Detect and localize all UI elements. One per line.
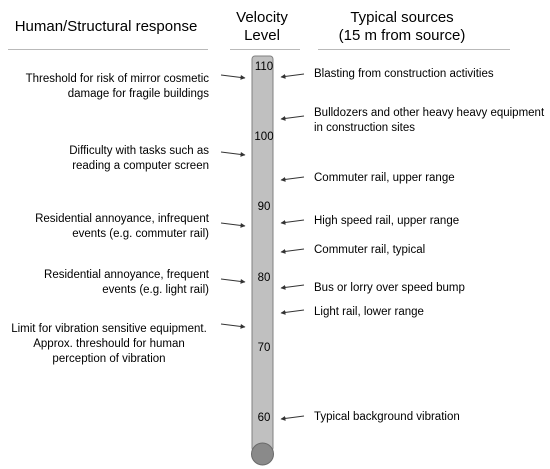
tick-label-70: 70 [258,342,271,354]
center-header-line1: Velocity [236,9,288,26]
gauge-tube [251,55,274,452]
right-arrow-8 [280,415,305,421]
center-column-header: Velocity Level [222,9,302,45]
left-label-annoyance-infrequent: Residential annoyance, infrequent events… [35,213,209,240]
right-header-line1: Typical sources [350,9,454,26]
right-arrow-3 [280,176,305,182]
left-arrow-2 [220,151,246,157]
left-arrow-5 [220,323,246,329]
left-arrow-4 [220,278,246,284]
right-label-commuter-upper: Commuter rail, upper range [314,172,455,184]
left-label-screen-reading: Difficulty with tasks such as reading a … [69,145,209,172]
right-header-line2: (15 m from source) [338,27,466,44]
center-header-rule [230,49,300,50]
right-column-header: Typical sources (15 m from source) [312,9,492,45]
tick-label-110: 110 [255,61,273,73]
right-label-bus-lorry: Bus or lorry over speed bump [314,282,465,294]
right-label-commuter-typical: Commuter rail, typical [314,244,426,256]
left-label-sensitive-equipment: Limit for vibration sensitive equipment.… [11,323,207,365]
left-header-rule [8,49,208,50]
right-arrow-5 [280,248,305,254]
left-column-header: Human/Structural response [14,18,198,35]
left-label-mirror-damage: Threshold for risk of mirror cosmetic da… [25,73,209,100]
tick-label-100: 100 [254,131,273,143]
right-arrow-6 [280,284,305,290]
right-label-bulldozers: Bulldozers and other heavy heavy equipme… [314,107,545,134]
left-arrow-3 [220,222,246,228]
right-label-background: Typical background vibration [314,411,460,423]
right-label-light-rail-lower: Light rail, lower range [314,306,424,318]
gauge-bulb [251,442,274,466]
right-label-high-speed-upper: High speed rail, upper range [314,215,460,227]
right-arrow-1 [280,73,305,79]
right-arrow-2 [280,115,305,121]
tick-label-60: 60 [258,412,271,424]
right-arrow-7 [280,309,305,315]
tick-label-80: 80 [258,272,271,284]
tick-label-90: 90 [258,201,271,213]
center-header-line2: Level [244,27,280,44]
right-label-blasting: Blasting from construction activities [314,68,494,80]
left-label-annoyance-frequent: Residential annoyance, frequent events (… [44,269,209,296]
left-arrow-1 [220,74,246,80]
right-header-rule [318,49,510,50]
right-arrow-4 [280,219,305,225]
